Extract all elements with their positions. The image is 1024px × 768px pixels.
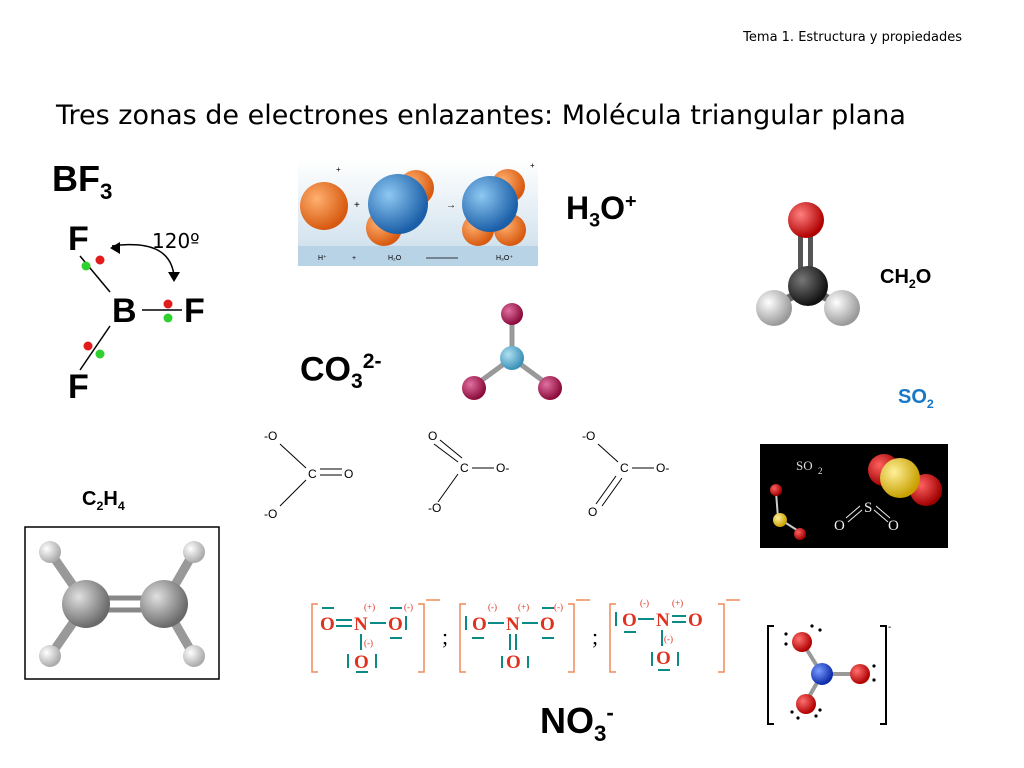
slide-header: Tema 1. Estructura y propiedades — [743, 30, 962, 45]
svg-text:N: N — [656, 610, 670, 631]
svg-text:-: - — [888, 622, 891, 633]
svg-text:-O: -O — [428, 501, 441, 515]
svg-text:C: C — [460, 461, 469, 475]
svg-text:O: O — [472, 614, 487, 635]
ch2o-formula: CH2O — [880, 266, 932, 291]
bf3-bond-bottom — [79, 325, 111, 371]
svg-text:(-): (-) — [364, 638, 373, 648]
bf3-fluorine-right: F — [184, 292, 205, 330]
svg-text:H₂O: H₂O — [388, 255, 402, 262]
no3-lewis-structures: O N O O (+) (-) (-) ; O N O O (-) — [311, 598, 740, 673]
svg-text:O: O — [622, 610, 637, 631]
svg-text:-O: -O — [264, 507, 277, 521]
bf3-electron-red — [163, 299, 173, 309]
slide-title: Tres zonas de electrones enlazantes: Mol… — [56, 100, 906, 131]
ch2o-hydrogen-atom — [756, 290, 792, 326]
svg-text:+: + — [336, 165, 341, 174]
svg-text:(-): (-) — [664, 634, 673, 644]
ch2o-molecule-model — [756, 202, 860, 326]
co3-formula: CO32- — [300, 350, 382, 394]
svg-text:O-: O- — [656, 461, 669, 475]
svg-text:(+): (+) — [518, 602, 529, 612]
svg-text:+: + — [530, 161, 535, 170]
c2h4-formula: C2H4 — [82, 488, 125, 513]
svg-text:O: O — [506, 652, 521, 673]
svg-text:N: N — [354, 614, 368, 635]
svg-text:C: C — [620, 461, 629, 475]
svg-text:O: O — [888, 518, 899, 534]
svg-text:S: S — [864, 500, 872, 516]
bf3-angle-label: 120º — [152, 229, 200, 253]
h3o-sphere — [462, 176, 518, 232]
bf3-bond-top — [79, 255, 111, 293]
svg-text:(+): (+) — [364, 602, 375, 612]
svg-text:(+): (+) — [672, 598, 683, 608]
co3-oxygen-atom — [501, 303, 523, 325]
bf3-electron-green — [95, 349, 105, 359]
svg-text:+: + — [352, 255, 356, 262]
svg-text:O: O — [320, 614, 335, 635]
so2-formula: SO2 — [898, 386, 934, 411]
co3-molecule-model — [462, 303, 562, 400]
bf3-formula: BF3 — [52, 158, 113, 205]
hplus-sphere — [300, 182, 348, 230]
h2o-sphere — [368, 174, 428, 234]
no3-molecule-model: - — [767, 622, 891, 725]
svg-text:H₃O⁺: H₃O⁺ — [496, 255, 513, 262]
ch2o-carbon-atom — [788, 266, 828, 306]
bf3-arrow-left — [110, 242, 120, 254]
ch2o-hydrogen-atom — [824, 290, 860, 326]
svg-text:→: → — [446, 200, 456, 211]
co3-oxygen-atom — [538, 376, 562, 400]
svg-text:(-): (-) — [640, 598, 649, 608]
svg-text:+: + — [354, 200, 360, 211]
bf3-electron-green — [163, 313, 173, 323]
svg-text:-O: -O — [264, 429, 277, 443]
svg-text:(-): (-) — [554, 602, 563, 612]
bf3-electron-red — [95, 255, 105, 265]
svg-text:O: O — [540, 614, 555, 635]
svg-text:O: O — [656, 648, 671, 669]
svg-text:O-: O- — [496, 461, 509, 475]
bf3-fluorine-top: F — [68, 220, 89, 258]
bf3-electron-red — [83, 341, 93, 351]
svg-text:H⁺: H⁺ — [318, 255, 327, 262]
co3-resonance-structures: -O C O -O O C O- -O -O C O- O — [264, 429, 669, 521]
svg-text:(-): (-) — [488, 602, 497, 612]
no3-formula: NO3- — [540, 700, 614, 747]
svg-text:O: O — [344, 467, 353, 481]
svg-text:SO: SO — [796, 458, 813, 473]
svg-text:(-): (-) — [404, 602, 413, 612]
co3-oxygen-atom — [462, 376, 486, 400]
svg-text:-O: -O — [582, 429, 595, 443]
bf3-angle-arc — [111, 243, 175, 277]
svg-text:2: 2 — [818, 466, 823, 476]
bf3-structure-diagram: F B F F 120º — [68, 220, 205, 406]
bf3-arrow-down — [168, 272, 180, 282]
ch2o-oxygen-atom — [788, 202, 824, 238]
bf3-electron-green — [81, 261, 91, 271]
c2h4-molecule-model — [24, 526, 220, 680]
svg-text:O: O — [834, 518, 845, 534]
svg-text:O: O — [354, 652, 369, 673]
bf3-boron: B — [112, 292, 137, 330]
no3-separator: ; — [442, 624, 448, 649]
svg-text:O: O — [428, 429, 437, 443]
so2-molecule-image: SO 2 S O O — [760, 444, 948, 548]
co3-carbon-atom — [500, 346, 524, 370]
h3o-formation-image: + + + → H⁺ + H₂O H₃O⁺ — [298, 160, 538, 266]
svg-text:O: O — [388, 614, 403, 635]
no3-separator: ; — [592, 624, 598, 649]
h3o-formula: H3O+ — [566, 190, 637, 232]
bf3-fluorine-bottom: F — [68, 368, 89, 406]
svg-text:N: N — [506, 614, 520, 635]
svg-text:C: C — [308, 467, 317, 481]
svg-text:O: O — [688, 610, 703, 631]
svg-text:O: O — [588, 505, 597, 519]
